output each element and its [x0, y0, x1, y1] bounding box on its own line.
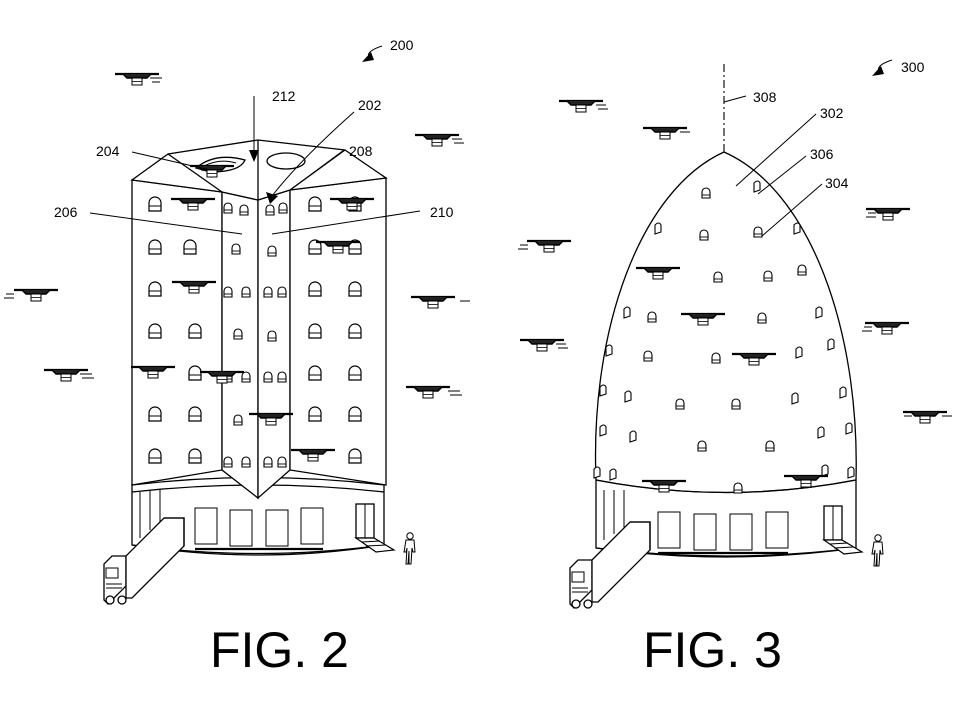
ref-208: 208	[349, 143, 373, 159]
fig3-leaders	[723, 59, 893, 237]
ref-202: 202	[358, 97, 382, 113]
ref-212: 212	[272, 88, 296, 104]
fig3-building	[594, 64, 864, 558]
fig3-ref-labels: 300 308 302 306 304	[753, 59, 925, 191]
fig2-drones	[4, 72, 470, 463]
ref-206: 206	[54, 204, 78, 220]
ref-300: 300	[901, 59, 925, 75]
ref-304: 304	[825, 175, 849, 191]
ref-210: 210	[430, 204, 454, 220]
fig2-leaders	[89, 45, 421, 235]
ref-200: 200	[390, 37, 414, 53]
ref-302: 302	[820, 105, 844, 121]
person-icon	[403, 532, 416, 565]
ref-308: 308	[753, 89, 777, 105]
fig2-ref-labels: 200 212 202 204 208 206 210	[54, 37, 454, 220]
ref-306: 306	[810, 146, 834, 162]
ref-204: 204	[96, 143, 120, 159]
fig3-label: FIG. 3	[643, 622, 782, 678]
fig2-label: FIG. 2	[210, 622, 349, 678]
person-icon	[871, 534, 884, 567]
fig3-drones	[518, 99, 952, 494]
